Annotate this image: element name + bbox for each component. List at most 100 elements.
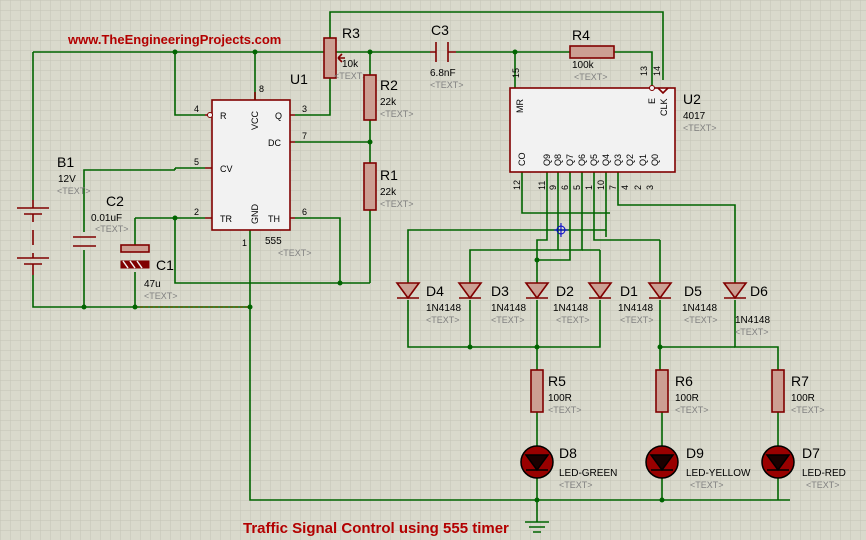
u2-pin-co: CO — [517, 153, 527, 167]
d5-diode[interactable]: D5 1N4148 <TEXT> — [647, 282, 718, 325]
c1-ref: C1 — [156, 257, 174, 273]
d6-diode[interactable]: D6 1N4148 <TEXT> — [722, 282, 770, 337]
u2-pinnum-15: 15 — [511, 68, 521, 78]
d8-ref: D8 — [559, 445, 577, 461]
d2-value: 1N4148 — [553, 303, 588, 314]
b1-battery[interactable]: B1 12V <TEXT> — [17, 154, 91, 275]
u2-pinnum-10: 10 — [596, 180, 606, 190]
u1-pinnum-5: 5 — [194, 157, 199, 167]
u1-pin-th: TH — [268, 214, 280, 224]
b1-ref: B1 — [57, 154, 74, 170]
r6-value: 100R — [675, 393, 699, 404]
r4-value: 100k — [572, 60, 595, 71]
u1-pinnum-1: 1 — [242, 238, 247, 248]
r2-resistor[interactable]: R2 22k <TEXT> — [363, 74, 414, 121]
d8-placeholder: <TEXT> — [559, 480, 593, 490]
d8-value: LED-GREEN — [559, 468, 617, 479]
d6-placeholder: <TEXT> — [735, 327, 769, 337]
r4-resistor[interactable]: R4 100k <TEXT> — [569, 27, 615, 82]
r3-ref: R3 — [342, 25, 360, 41]
r7-resistor[interactable]: R7 100R <TEXT> — [771, 369, 825, 415]
d4-value: 1N4148 — [426, 303, 461, 314]
u1-value: 555 — [265, 236, 282, 247]
site-watermark: www.TheEngineeringProjects.com — [67, 32, 281, 47]
r4-placeholder: <TEXT> — [574, 72, 608, 82]
d6-ref: D6 — [750, 283, 768, 299]
d1-ref: D1 — [620, 283, 638, 299]
d5-ref: D5 — [684, 283, 702, 299]
r6-placeholder: <TEXT> — [675, 405, 709, 415]
u2-pin-q1: Q1 — [638, 154, 648, 166]
r2-value: 22k — [380, 97, 397, 108]
d1-diode[interactable]: D1 1N4148 <TEXT> — [587, 282, 654, 325]
d7-led-red[interactable]: D7 LED-RED <TEXT> — [761, 445, 846, 490]
d1-value: 1N4148 — [618, 303, 653, 314]
u2-pinnum-5: 5 — [572, 185, 582, 190]
r3-value: 10k — [342, 59, 359, 70]
u2-pinnum-6: 6 — [560, 185, 570, 190]
u1-pinnum-4: 4 — [194, 104, 199, 114]
d4-diode[interactable]: D4 1N4148 <TEXT> — [395, 282, 461, 325]
u2-pin-clk: CLK — [659, 98, 669, 116]
d2-diode[interactable]: D2 1N4148 <TEXT> — [524, 282, 590, 325]
c1-placeholder: <TEXT> — [144, 291, 178, 301]
u1-pin-r: R — [220, 111, 227, 121]
r6-resistor[interactable]: R6 100R <TEXT> — [655, 369, 709, 415]
u2-pin-q5: Q5 — [589, 154, 599, 166]
r3-placeholder: <TEXT> — [334, 71, 368, 81]
u2-placeholder: <TEXT> — [683, 123, 717, 133]
u2-pin-q7: Q7 — [565, 154, 575, 166]
u2-pinnum-13: 13 — [639, 66, 649, 76]
d2-placeholder: <TEXT> — [556, 315, 590, 325]
u2-pinnum-11: 11 — [537, 181, 547, 190]
u2-4017-counter[interactable]: U2 4017 <TEXT> MR E CLK 15 13 14 CO12Q91… — [509, 66, 717, 191]
u2-pinnum-9: 9 — [548, 185, 558, 190]
cursor-crosshair-icon — [554, 223, 568, 237]
c3-value: 6.8nF — [430, 68, 456, 79]
d7-ref: D7 — [802, 445, 820, 461]
c2-capacitor[interactable]: C2 0.01uF <TEXT> — [73, 193, 129, 247]
d3-placeholder: <TEXT> — [491, 315, 525, 325]
u2-pin-mr: MR — [515, 99, 525, 113]
r5-ref: R5 — [548, 373, 566, 389]
u1-pin-q: Q — [275, 111, 282, 121]
u1-ref: U1 — [290, 71, 308, 87]
c2-placeholder: <TEXT> — [95, 224, 129, 234]
d9-placeholder: <TEXT> — [690, 480, 724, 490]
u2-pin-q6: Q6 — [577, 154, 587, 166]
r5-resistor[interactable]: R5 100R <TEXT> — [530, 369, 582, 415]
u1-pin-gnd: GND — [250, 204, 260, 225]
u2-ref: U2 — [683, 91, 701, 107]
c3-ref: C3 — [431, 22, 449, 38]
r7-placeholder: <TEXT> — [791, 405, 825, 415]
r6-ref: R6 — [675, 373, 693, 389]
r2-ref: R2 — [380, 77, 398, 93]
d5-placeholder: <TEXT> — [684, 315, 718, 325]
d3-ref: D3 — [491, 283, 509, 299]
r1-resistor[interactable]: R1 22k <TEXT> — [363, 162, 414, 211]
d5-value: 1N4148 — [682, 303, 717, 314]
u1-pin-tr: TR — [220, 214, 232, 224]
diagram-title: Traffic Signal Control using 555 timer — [243, 520, 509, 537]
d6-value: 1N4148 — [735, 315, 770, 326]
d8-led-green[interactable]: D8 LED-GREEN <TEXT> — [520, 445, 617, 490]
u1-555-timer[interactable]: U1 555 <TEXT> R Q DC CV TR TH VCC GND 4 … — [194, 71, 312, 258]
c1-capacitor[interactable]: C1 47u <TEXT> — [120, 244, 178, 301]
d9-led-yellow[interactable]: D9 LED-YELLOW <TEXT> — [645, 445, 751, 490]
u1-pin-vcc: VCC — [250, 110, 260, 130]
u2-pin-q3: Q3 — [613, 154, 623, 166]
d9-ref: D9 — [686, 445, 704, 461]
u1-pin-cv: CV — [220, 164, 233, 174]
r3-potentiometer[interactable]: R3 10k <TEXT> — [323, 25, 368, 81]
r7-value: 100R — [791, 393, 815, 404]
u1-pinnum-3: 3 — [302, 104, 307, 114]
c3-capacitor[interactable]: C3 6.8nF <TEXT> — [430, 22, 464, 90]
d4-placeholder: <TEXT> — [426, 315, 460, 325]
c2-ref: C2 — [106, 193, 124, 209]
u1-pinnum-7: 7 — [302, 131, 307, 141]
r7-ref: R7 — [791, 373, 809, 389]
d3-diode[interactable]: D3 1N4148 <TEXT> — [457, 282, 526, 325]
